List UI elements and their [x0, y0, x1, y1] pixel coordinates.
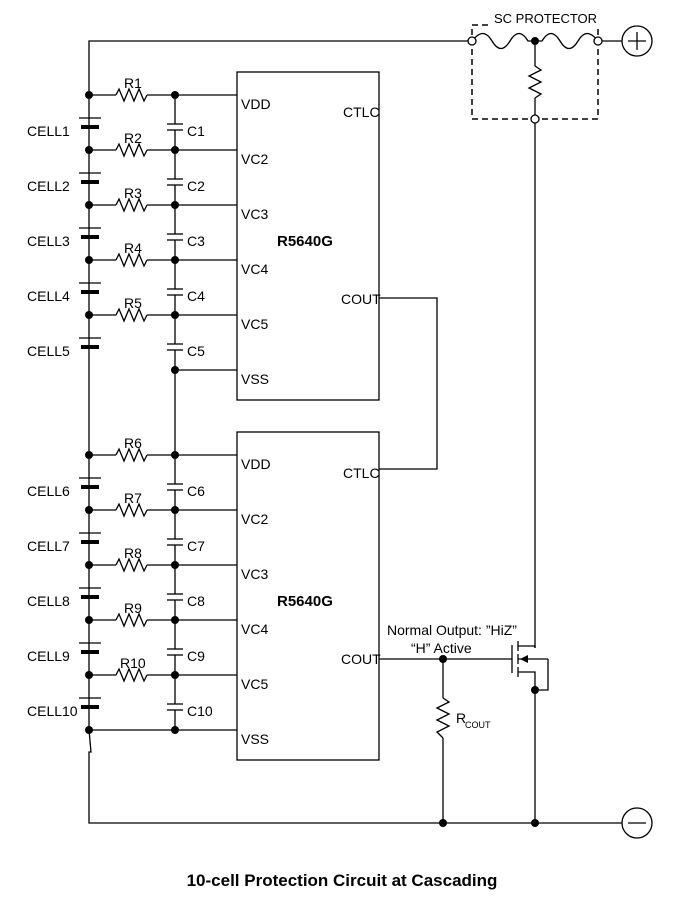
- resistor-7-symbol: [89, 502, 237, 518]
- ic-lower: VDD VC2 VC3 VC4 VC5 VSS CTLC COUT R5640G: [236, 431, 381, 761]
- pin-label: VDD: [241, 96, 271, 112]
- cell-symbols: [79, 117, 101, 709]
- capacitor-label: C7: [187, 538, 205, 554]
- pin-label: VC5: [241, 676, 268, 692]
- capacitor-label: C1: [187, 123, 205, 139]
- capacitor-label: C3: [187, 233, 205, 249]
- resistor-label: R3: [124, 185, 142, 201]
- rcout-resistor: R COUT: [435, 697, 491, 739]
- resistor-labels: R1 R2 R3 R4 R5 R6 R7 R8 R9 R10: [120, 75, 146, 671]
- cell-label: CELL7: [27, 538, 70, 554]
- pin-label: VC3: [241, 206, 268, 222]
- cell-2-symbol: [79, 172, 101, 184]
- minus-sign: −: [637, 827, 638, 829]
- mosfet-switch: [511, 641, 549, 691]
- cell-6-symbol: [79, 477, 101, 489]
- resistor-10-symbol: [89, 667, 237, 683]
- resistor-label: R1: [124, 75, 142, 91]
- cell-5-symbol: [79, 337, 101, 349]
- pin-label: CTLC: [343, 465, 380, 481]
- resistor-label: R9: [124, 600, 142, 616]
- positive-terminal: +: [621, 25, 653, 57]
- resistor-label: R2: [124, 130, 142, 146]
- capacitor-symbols: [166, 123, 184, 711]
- pin-label: COUT: [341, 651, 381, 667]
- cell-label: CELL8: [27, 593, 70, 609]
- resistor-1-symbol: [89, 87, 237, 103]
- ic-name: R5640G: [277, 593, 333, 610]
- cell-10-symbol: [79, 697, 101, 709]
- capacitor-label: C4: [187, 288, 205, 304]
- capacitor-label: C9: [187, 648, 205, 664]
- capacitor-labels: C1 C2 C3 C4 C5 C6 C7 C8 C9 C10: [187, 123, 213, 719]
- cell-label: CELL9: [27, 648, 70, 664]
- resistor-8-symbol: [89, 557, 237, 573]
- resistor-4-symbol: [89, 252, 237, 268]
- resistor-label: R5: [124, 295, 142, 311]
- resistor-label: R4: [124, 240, 142, 256]
- cell-label: CELL3: [27, 233, 70, 249]
- resistor-label: R7: [124, 490, 142, 506]
- cell-label: CELL5: [27, 343, 70, 359]
- resistor-symbols: [89, 87, 237, 683]
- pin-label: VC4: [241, 261, 268, 277]
- cell-4-symbol: [79, 282, 101, 294]
- pin-label: COUT: [341, 291, 381, 307]
- ic-upper: VDD VC2 VC3 VC4 VC5 VSS CTLC COUT R5640G: [236, 71, 381, 401]
- pin-label: VC2: [241, 151, 268, 167]
- pin-label: VC2: [241, 511, 268, 527]
- cell-9-symbol: [79, 642, 101, 654]
- cell-label: CELL10: [27, 703, 78, 719]
- junction-dots: [85, 37, 539, 827]
- sc-protector: SC PROTECTOR: [467, 11, 603, 124]
- pin-label: VC5: [241, 316, 268, 332]
- cout-note-line-1: Normal Output: ”HiZ”: [387, 622, 517, 638]
- cell-8-symbol: [79, 587, 101, 599]
- resistor-label: R8: [124, 545, 142, 561]
- cell-label: CELL4: [27, 288, 70, 304]
- cout-note: Normal Output: ”HiZ” “H” Active: [387, 622, 517, 656]
- pin-label: VDD: [241, 456, 271, 472]
- figure-caption: 10-cell Protection Circuit at Cascading: [187, 871, 498, 890]
- capacitor-label: C6: [187, 483, 205, 499]
- pin-label: VC4: [241, 621, 268, 637]
- cell-1-symbol: [79, 117, 101, 129]
- resistor-label: R6: [124, 435, 142, 451]
- resistor-9-symbol: [89, 612, 237, 628]
- negative-terminal: −: [621, 807, 653, 839]
- capacitor-label: C2: [187, 178, 205, 194]
- pin-label: CTLC: [343, 104, 380, 120]
- pin-label: VSS: [241, 731, 269, 747]
- resistor-label: R10: [120, 655, 146, 671]
- cell-7-symbol: [79, 532, 101, 544]
- capacitor-label: C8: [187, 593, 205, 609]
- cell-label: CELL1: [27, 123, 70, 139]
- main-wiring: [88, 40, 622, 824]
- pin-label: VSS: [241, 371, 269, 387]
- ic-name: R5640G: [277, 233, 333, 250]
- plus-sign: +: [637, 45, 638, 47]
- cell-labels: CELL1 CELL2 CELL3 CELL4 CELL5 CELL6 CELL…: [27, 123, 78, 719]
- rcout-label: R: [456, 710, 466, 726]
- cout-note-line-2: “H” Active: [411, 640, 472, 656]
- capacitor-label: C10: [187, 703, 213, 719]
- cell-label: CELL2: [27, 178, 70, 194]
- cell-3-symbol: [79, 227, 101, 239]
- cell-label: CELL6: [27, 483, 70, 499]
- capacitor-label: C5: [187, 343, 205, 359]
- pin-label: VC3: [241, 566, 268, 582]
- sc-protector-label: SC PROTECTOR: [494, 11, 597, 26]
- resistor-6-symbol: [89, 447, 237, 463]
- resistor-2-symbol: [89, 142, 237, 158]
- resistor-5-symbol: [89, 307, 237, 323]
- resistor-3-symbol: [89, 197, 237, 213]
- rcout-subscript: COUT: [465, 720, 491, 730]
